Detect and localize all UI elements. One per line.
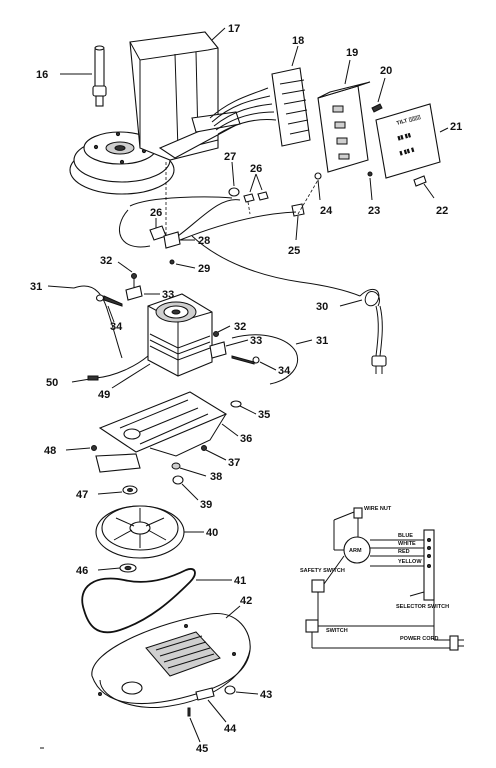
callout-34-right: 34 [278,365,291,377]
callout-39: 39 [200,499,212,511]
selector-switch-label: SELECTOR SWITCH [396,604,449,610]
label-part-44 [195,687,227,723]
motor-label: ARM [349,548,362,554]
callout-16: 16 [36,69,48,81]
callout-46: 46 [76,565,88,577]
power-cord-label: POWER CORD [400,636,439,642]
callout-35: 35 [258,409,270,421]
callout-26-lower: 26 [150,207,162,219]
callout-30: 30 [316,301,328,313]
screw-part-20 [371,77,386,113]
hardware-37-38-39 [171,445,227,501]
callout-44: 44 [224,723,237,735]
yellow-lead-label: YELLOW [398,559,422,565]
red-lead-label: RED [398,549,410,555]
svg-text:▮▮ ▮▮: ▮▮ ▮▮ [397,132,412,142]
callout-45: 45 [196,743,208,755]
hardware-right-32-33-34 [209,325,277,371]
washer-part-47 [97,485,138,495]
callout-31-left: 31 [30,281,42,293]
washer-part-35 [230,400,257,415]
wire-part-31 [47,285,313,385]
grommet-part-27 [228,161,240,197]
callout-23: 23 [368,205,380,217]
callout-29: 29 [198,263,210,275]
screw-part-22 [413,175,435,199]
callout-17: 17 [228,23,240,35]
nameplate-part-21: TILT ▯▯▯▯ ▮▮ ▮▮ ▮ ▮▮ ▮ [375,103,449,179]
screw-part-29 [169,259,196,269]
callout-32-left: 32 [100,255,112,267]
wire-part-50 [71,355,149,383]
foot-part-43 [224,685,259,695]
pulley-part-40 [95,505,204,559]
callout-34-left: 34 [110,321,123,333]
callout-22: 22 [436,205,448,217]
screw-part-45 [187,707,201,743]
callout-24: 24 [320,205,333,217]
callout-33-right: 33 [250,335,262,347]
washer-part-46 [97,563,137,573]
callout-49: 49 [98,389,110,401]
callout-37: 37 [228,457,240,469]
callout-33-left: 33 [162,289,174,301]
internal-wires [119,196,297,248]
belt-part-41 [81,568,232,634]
terminal-strip-part-18 [271,45,311,147]
nut-part-24 [314,172,322,201]
callout-41: 41 [234,575,246,587]
hardware-left-32-33-34 [95,261,160,323]
motor-part-49 [111,293,213,389]
callout-42: 42 [240,595,252,607]
callout-labels: 16 17 18 19 20 21 22 23 24 25 26 26 27 2… [30,23,462,755]
switch-label: SWITCH [326,628,348,634]
base-tray-part-42 [91,605,251,709]
callout-20: 20 [380,65,392,77]
switch-box-part-19 [317,59,371,173]
callout-31-right: 31 [316,335,328,347]
safety-switch-label: SAFETY SWITCH [300,568,345,574]
callout-50: 50 [46,377,58,389]
callout-18: 18 [292,35,304,47]
callout-36: 36 [240,433,252,445]
housing-part-17 [69,27,241,195]
screw-part-23 [367,171,373,201]
screw-part-48 [65,445,97,451]
connector-part-26-top [243,173,269,203]
wire-bundle [209,87,277,135]
callout-28: 28 [198,235,210,247]
callout-25: 25 [288,245,300,257]
callout-21: 21 [450,121,462,133]
callout-19: 19 [346,47,358,59]
mounting-plate-part-36 [95,391,239,473]
power-cord-part-30 [191,235,387,374]
blue-lead-label: BLUE [398,533,413,539]
callout-47: 47 [76,489,88,501]
callout-48: 48 [44,445,56,457]
callout-32-right: 32 [234,321,246,333]
callout-27: 27 [224,151,236,163]
alignment-lines [165,162,319,236]
spindle-part-16 [60,45,107,107]
callout-40: 40 [206,527,218,539]
clip-part-25 [291,203,305,241]
terminal-part-28 [163,231,195,249]
wiring-schematic: ARM WIRE NUT BLUE WHITE RED YELLOW SELEC… [300,506,464,651]
wire-nut-label: WIRE NUT [364,506,392,512]
white-lead-label: WHITE [398,541,416,547]
callout-43: 43 [260,689,272,701]
callout-38: 38 [210,471,222,483]
callout-26-top: 26 [250,163,262,175]
svg-text:▮ ▮▮ ▮: ▮ ▮▮ ▮ [399,147,415,157]
